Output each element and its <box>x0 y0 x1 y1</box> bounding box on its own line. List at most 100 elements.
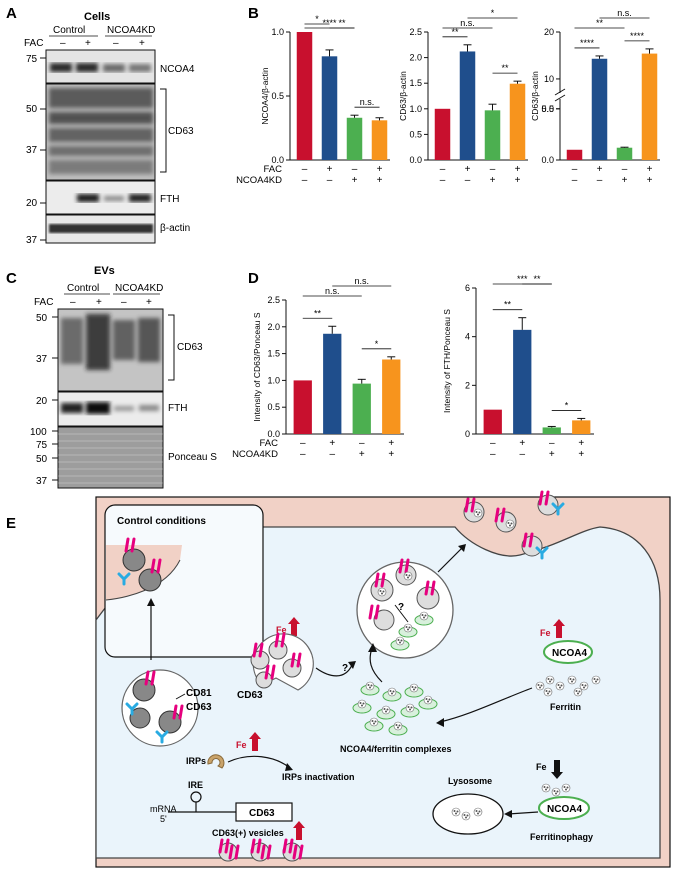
cd63-vesicles-label: CD63(+) vesicles <box>212 828 284 838</box>
group-label: NCOA4KD <box>115 283 163 294</box>
panel-a: A Cells Control NCOA4KD FAC – + – + <box>6 5 195 246</box>
five-prime-label: 5' <box>160 814 167 824</box>
kd-mark: – <box>519 449 525 460</box>
bar <box>616 147 633 160</box>
mw-marker: 75 <box>26 54 38 65</box>
irps-protein-icon <box>207 754 225 769</box>
y-tick-label: 2.0 <box>267 322 280 332</box>
cd63-vesicle-label: CD63 <box>237 690 263 701</box>
y-tick-label: 0.0 <box>541 155 554 165</box>
mw-marker: 75 <box>36 440 48 451</box>
fac-mark: + <box>327 164 333 175</box>
fac-mark: + <box>96 297 102 308</box>
chart-b1: 0.00.51.0NCOA4/β-actin––+––+++FACNCOA4KD… <box>236 14 390 186</box>
fe-label: Fe <box>540 628 551 638</box>
fac-mark: + <box>377 164 383 175</box>
significance-label: * <box>565 400 569 410</box>
bar <box>484 110 501 160</box>
significance-label: ** <box>501 63 509 73</box>
panel-c: C EVs Control NCOA4KD FAC – + – + <box>6 265 217 489</box>
significance-label: n.s. <box>354 276 369 286</box>
fac-mark: – <box>622 164 628 175</box>
fac-mark: + <box>519 438 525 449</box>
group-label: Control <box>53 25 85 36</box>
control-conditions-box <box>104 504 264 658</box>
group-label: Control <box>67 283 99 294</box>
fac-mark: – <box>300 438 306 449</box>
fac-mark: – <box>302 164 308 175</box>
exosome <box>122 548 146 572</box>
ire-label: IRE <box>188 780 203 790</box>
bar <box>434 108 451 160</box>
kd-mark: – <box>597 175 603 186</box>
fac-mark: + <box>597 164 603 175</box>
significance-label: n.s. <box>460 18 475 28</box>
panel-letter: D <box>248 270 259 287</box>
significance-label: * <box>315 14 319 24</box>
ferritinophagy-label: Ferritinophagy <box>530 832 593 842</box>
fe-label: Fe <box>276 625 287 635</box>
fac-mark: + <box>146 297 152 308</box>
kd-mark: + <box>578 449 584 460</box>
significance-label: *** <box>517 274 528 284</box>
fac-label: FAC <box>34 297 53 308</box>
fac-mark: – <box>60 38 66 49</box>
fac-mark: – <box>490 164 496 175</box>
bar <box>572 420 591 434</box>
significance-label: n.s. <box>325 286 340 296</box>
exosome <box>138 568 162 592</box>
fac-mark: – <box>440 164 446 175</box>
fac-mark: – <box>121 297 127 308</box>
significance-label: ** <box>596 18 604 28</box>
bar <box>566 149 583 160</box>
kd-mark: – <box>440 175 446 186</box>
y-tick-label: 20 <box>544 27 554 37</box>
y-tick-label: 2 <box>465 380 470 390</box>
bar <box>321 56 338 160</box>
ncoa4-label: NCOA4 <box>547 804 582 815</box>
kd-mark: + <box>490 175 496 186</box>
fac-mark: + <box>647 164 653 175</box>
mw-marker: 50 <box>26 104 38 115</box>
bar <box>352 383 371 434</box>
fac-mark: + <box>329 438 335 449</box>
blot-label: NCOA4 <box>160 64 195 75</box>
panel-letter: B <box>248 5 259 22</box>
bar <box>513 329 532 434</box>
fe-up-arrow-icon <box>288 617 300 636</box>
fac-row-label: FAC <box>264 164 283 175</box>
panel-a-title: Cells <box>84 11 110 23</box>
fac-mark: + <box>85 38 91 49</box>
chart-b3: 0.00.55.01020CD63/β-actin––+––+++******n… <box>530 8 660 186</box>
y-tick-label: 0 <box>465 429 470 439</box>
kd-mark: – <box>327 175 333 186</box>
cd63-gene-label: CD63 <box>249 808 275 819</box>
cd81-label: CD81 <box>186 688 212 699</box>
ferritin-label: Ferritin <box>550 702 581 712</box>
kd-mark: + <box>549 449 555 460</box>
y-axis-label: Intensity of CD63/Ponceau S <box>252 312 262 421</box>
ncoa4-protein <box>538 796 590 820</box>
y-tick-label: 1.0 <box>271 27 284 37</box>
question-mark: ? <box>398 602 404 613</box>
mw-marker: 37 <box>36 476 48 487</box>
axis-break-mark <box>554 88 566 96</box>
bar <box>641 53 658 160</box>
y-tick-label: 10 <box>544 74 554 84</box>
y-tick-label: 0.0 <box>271 155 284 165</box>
kd-mark: – <box>572 175 578 186</box>
mw-marker: 50 <box>36 313 48 324</box>
bar <box>293 380 312 434</box>
y-tick-label: 0.5 <box>271 91 284 101</box>
mw-marker: 37 <box>36 354 48 365</box>
kd-mark: + <box>647 175 653 186</box>
fac-mark: – <box>490 438 496 449</box>
irps-label: IRPs <box>186 756 206 766</box>
panel-letter: C <box>6 270 17 287</box>
significance-label: ** <box>451 27 459 37</box>
mw-marker: 20 <box>36 396 48 407</box>
fac-mark: – <box>359 438 365 449</box>
y-tick-label: 0.0 <box>409 155 422 165</box>
